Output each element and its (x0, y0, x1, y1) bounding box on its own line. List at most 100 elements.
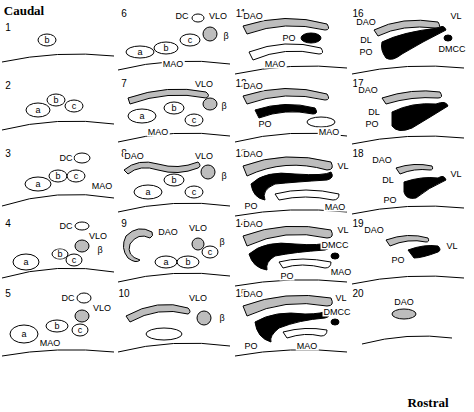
nucleus-shape (155, 256, 177, 268)
nucleus-shape (392, 102, 448, 130)
ventral-surface (2, 350, 114, 356)
structure-label: β (220, 102, 227, 111)
section-outline (352, 235, 464, 284)
section-number: 2 (4, 81, 12, 91)
structure-label: DC (59, 154, 74, 163)
structure-label: b (54, 172, 61, 181)
ventral-surface (235, 66, 347, 74)
ventral-surface (352, 66, 464, 74)
structure-label: b (56, 250, 63, 259)
section-number: 5 (4, 289, 12, 299)
nucleus-shape (10, 325, 38, 343)
section-number: 1 (4, 23, 12, 33)
nucleus-shape (164, 102, 184, 114)
nucleus-shape (134, 185, 162, 199)
structure-label: MAO (162, 60, 185, 69)
structure-label: c (207, 248, 214, 257)
nucleus-shape (444, 35, 452, 41)
nucleus-shape (154, 42, 178, 54)
nucleus-shape (128, 89, 209, 104)
structure-label: c (71, 256, 78, 265)
ventral-surface (235, 350, 347, 356)
structure-label: a (144, 188, 151, 197)
nucleus-shape (123, 229, 152, 262)
structure-label: DAO (355, 18, 377, 27)
section-outline (2, 94, 114, 130)
nucleus-shape (75, 222, 89, 230)
ventral-surface (118, 343, 230, 352)
structure-label: DL (381, 176, 395, 185)
ventral-surface (2, 194, 114, 206)
nucleus-shape (52, 249, 68, 259)
nucleus-shape (301, 33, 321, 43)
nucleus-shape (192, 238, 204, 250)
ventral-surface (2, 268, 114, 278)
structure-label: β (222, 32, 229, 41)
section-outline (118, 229, 230, 282)
structure-label: a (136, 48, 143, 57)
structure-label: VL (445, 242, 458, 251)
nucleus-shape (307, 117, 335, 127)
section-outline (235, 157, 347, 216)
structure-label: MAO (39, 339, 62, 348)
structure-label: DAO (357, 86, 379, 95)
structure-label: PO (243, 342, 258, 351)
structure-label: VLO (208, 12, 228, 21)
nucleus-shape (77, 293, 91, 303)
ventral-surface (352, 276, 464, 284)
nucleus-shape (386, 235, 429, 246)
nucleus-shape (75, 310, 89, 322)
nucleus-shape (203, 27, 217, 41)
structure-label: PO (281, 34, 296, 43)
section-number: 3 (4, 149, 12, 159)
ventral-surface (118, 273, 230, 282)
nucleus-shape (243, 88, 329, 104)
structure-label: DAO (242, 82, 264, 91)
structure-label: DAO (242, 220, 264, 229)
structure-label: b (170, 176, 177, 185)
structure-label: VLO (92, 304, 112, 313)
axis-label: Caudal (3, 4, 45, 17)
axis-label: Rostral (406, 396, 449, 409)
structure-label: c (71, 102, 78, 111)
structure-label: DAO (157, 228, 179, 237)
structure-label: DMCC (321, 241, 350, 250)
nucleus-shape (331, 253, 339, 259)
structure-label: VL (336, 226, 349, 235)
nucleus-shape (203, 98, 217, 110)
section-outline (235, 226, 347, 286)
structure-label: β (218, 238, 225, 247)
structure-label: VL (336, 162, 349, 171)
structure-label: DC (59, 222, 74, 231)
section-outline (352, 164, 464, 214)
nucleus-shape (201, 165, 215, 179)
section-outline (235, 18, 347, 74)
ventral-surface (235, 280, 347, 286)
structure-label: β (220, 172, 227, 181)
ventral-surface (118, 203, 230, 212)
nucleus-shape (249, 242, 330, 270)
nucleus-shape (177, 256, 199, 268)
section-outline (118, 89, 230, 142)
structure-label: DAO (242, 290, 264, 299)
structure-label: β (96, 246, 103, 255)
structure-label: PO (358, 48, 373, 57)
nucleus-shape (396, 164, 433, 174)
nucleus-shape (25, 177, 51, 191)
ventral-surface (352, 136, 464, 144)
structure-label: MAO (296, 342, 319, 351)
ventral-surface (118, 133, 230, 142)
structure-label: DC (175, 12, 190, 21)
structure-label: DAO (363, 226, 385, 235)
structure-label: a (34, 106, 41, 115)
section-number: 20 (351, 289, 364, 299)
structure-label: MAO (264, 60, 287, 69)
nucleus-shape (275, 190, 339, 200)
nucleus-shape (249, 44, 323, 60)
structure-label: VL (449, 12, 462, 21)
nucleus-shape (65, 100, 83, 112)
nucleus-shape (382, 91, 442, 104)
structure-label: MAO (330, 268, 353, 277)
structure-label: PO (257, 120, 272, 129)
